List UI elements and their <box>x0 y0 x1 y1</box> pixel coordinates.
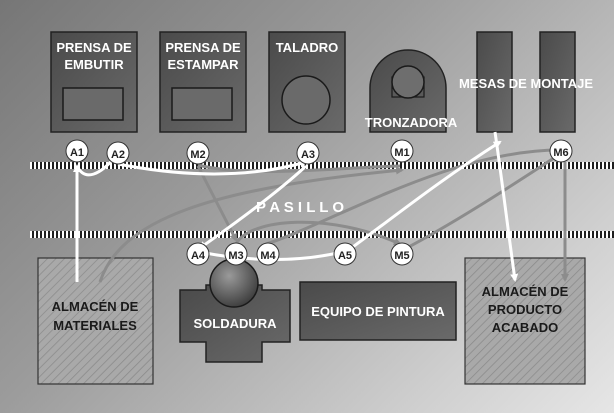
flow-m5-m6 <box>402 154 558 252</box>
almacen-producto-label-2: PRODUCTO <box>488 302 562 317</box>
mesas-montaje-label: MESAS DE MONTAJE <box>459 76 593 91</box>
node-A1: A1 <box>65 139 89 163</box>
node-M1: M1 <box>390 139 414 163</box>
node-M4: M4 <box>256 242 280 266</box>
flow-a3-a4 <box>198 164 308 250</box>
flow-a5-mesas <box>345 140 502 254</box>
prensa-embutir-label-1: PRENSA DE <box>56 40 132 55</box>
almacen-materiales: ALMACÉN DE MATERIALES <box>37 257 154 385</box>
aisle-rail-top <box>30 162 614 169</box>
tronzadora-machine: TRONZADORA <box>365 49 458 133</box>
prensa-estampar-machine: PRENSA DE ESTAMPAR <box>159 31 247 133</box>
node-A5: A5 <box>333 242 357 266</box>
prensa-embutir-label-2: EMBUTIR <box>64 57 124 72</box>
flow-m4-m6 <box>265 146 562 246</box>
node-M2-label: M2 <box>190 149 205 161</box>
almacen-producto-acabado: ALMACÉN DE PRODUCTO ACABADO <box>464 257 586 385</box>
node-A2-label: A2 <box>111 149 125 161</box>
node-M5: M5 <box>390 242 414 266</box>
tronzadora-label: TRONZADORA <box>365 115 458 130</box>
node-M5-label: M5 <box>394 250 409 262</box>
almacen-materiales-label-1: ALMACÉN DE <box>52 299 139 314</box>
node-A2: A2 <box>106 141 130 165</box>
soldadura-label: SOLDADURA <box>193 316 277 331</box>
taladro-machine: TALADRO <box>268 31 346 133</box>
node-A1-label: A1 <box>70 147 84 159</box>
soldadura-machine: SOLDADURA <box>179 258 291 363</box>
node-A3-label: A3 <box>301 149 315 161</box>
node-A4-label: A4 <box>191 250 206 262</box>
node-A4: A4 <box>186 242 210 266</box>
equipo-pintura-label: EQUIPO DE PINTURA <box>311 304 445 319</box>
node-M3: M3 <box>224 242 248 266</box>
flow-m1-m2 <box>197 163 401 174</box>
flow-a2-a3 <box>117 159 308 176</box>
node-M6-label: M6 <box>553 147 568 159</box>
node-A3: A3 <box>296 141 320 165</box>
almacen-producto-label-1: ALMACÉN DE <box>482 284 569 299</box>
node-M2: M2 <box>186 141 210 165</box>
prensa-embutir-machine: PRENSA DE EMBUTIR <box>50 31 138 133</box>
flow-m3-m5 <box>234 220 402 246</box>
equipo-pintura-machine: EQUIPO DE PINTURA <box>299 281 457 341</box>
prensa-estampar-label-2: ESTAMPAR <box>167 57 239 72</box>
flow-mesas-producto <box>493 131 519 282</box>
prensa-estampar-label-1: PRENSA DE <box>165 40 241 55</box>
taladro-label: TALADRO <box>276 40 339 55</box>
node-M1-label: M1 <box>394 147 409 159</box>
node-A5-label: A5 <box>338 250 352 262</box>
node-M3-label: M3 <box>228 250 243 262</box>
almacen-materiales-label-2: MATERIALES <box>53 318 137 333</box>
node-M6: M6 <box>549 139 573 163</box>
aisle-rail-bottom <box>30 231 614 238</box>
node-M4-label: M4 <box>260 250 276 262</box>
mesas-montaje-machine: MESAS DE MONTAJE <box>459 31 593 133</box>
flow-materiales-m1 <box>98 166 404 283</box>
aisle-label: P A S I L L O <box>256 199 344 216</box>
almacen-producto-label-3: ACABADO <box>492 320 558 335</box>
